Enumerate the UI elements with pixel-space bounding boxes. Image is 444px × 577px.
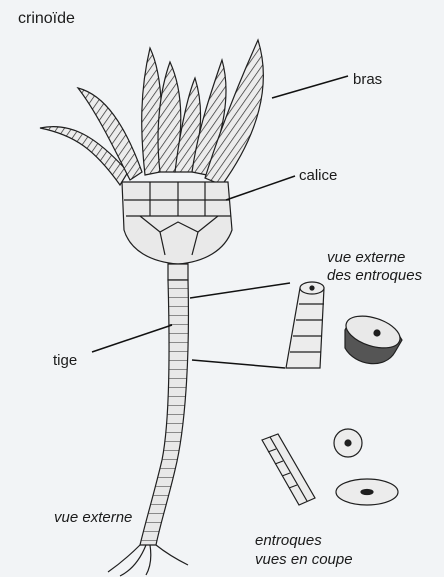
diagram-title: crinoïde: [18, 10, 75, 27]
stem-top: [168, 264, 188, 280]
entroque-sections: [262, 429, 398, 505]
label-calice: calice: [299, 167, 337, 184]
bras-pointer: [272, 76, 348, 98]
tige-pointer-left: [92, 325, 172, 352]
entroque-column-external: [286, 282, 324, 368]
holdfast: [108, 545, 188, 576]
arms: [40, 40, 263, 185]
label-tige: tige: [53, 352, 77, 369]
tige-pointer-bottom: [192, 360, 285, 368]
stem: [108, 280, 188, 576]
tige-pointer-top: [190, 283, 290, 298]
calice-pointer: [226, 176, 295, 200]
label-vue-externe-entroques-line2: des entroques: [327, 267, 422, 284]
entroque-disk-external: [342, 310, 404, 364]
label-entroques-coupe-line1: entroques: [255, 532, 322, 549]
calyx: [122, 182, 232, 280]
label-bras: bras: [353, 71, 382, 88]
label-vue-externe-entroques-line1: vue externe: [327, 249, 405, 266]
label-vue-externe: vue externe: [54, 509, 132, 526]
label-entroques-coupe-line2: vues en coupe: [255, 551, 353, 568]
